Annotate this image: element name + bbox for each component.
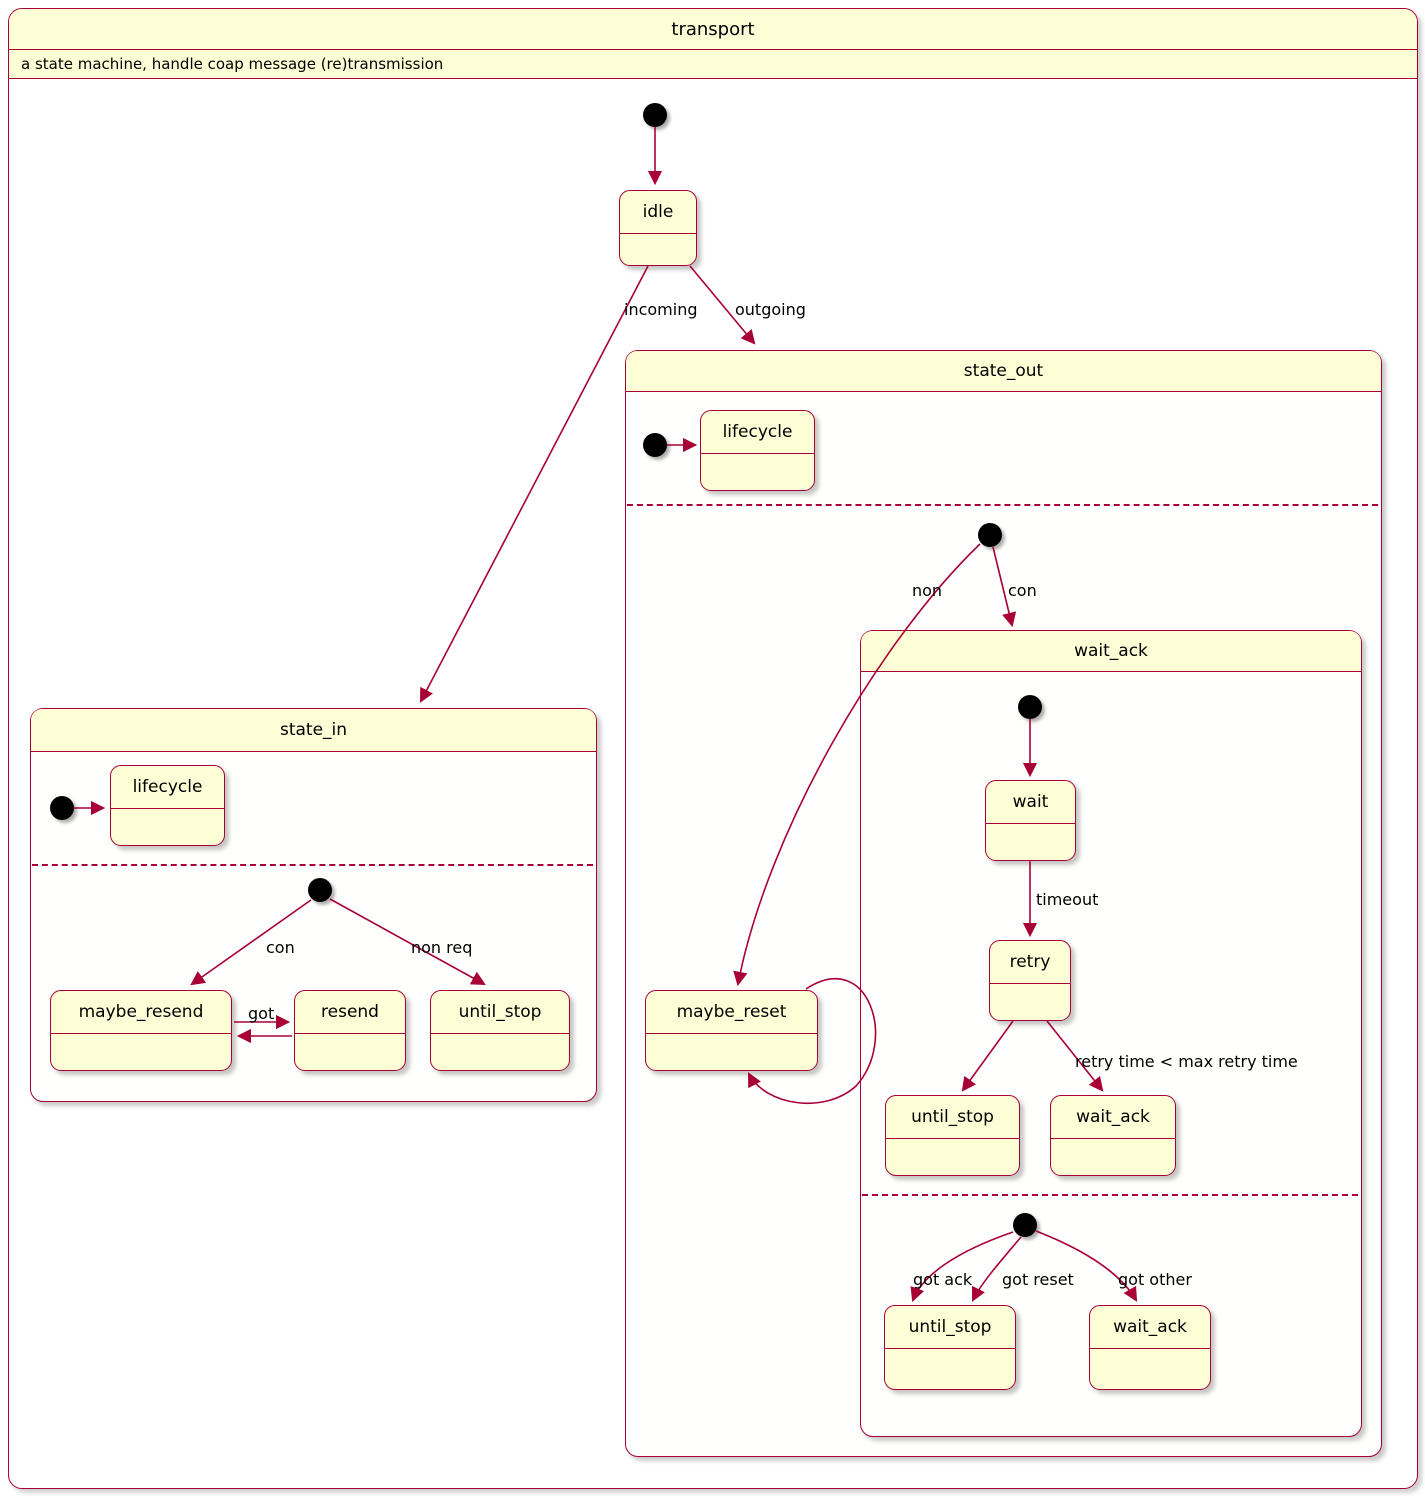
diagram-title: transport bbox=[9, 9, 1417, 50]
state-resend: resend bbox=[294, 990, 406, 1071]
label-retry-condition: retry time < max retry time bbox=[1075, 1052, 1298, 1071]
label-non-req: non req bbox=[411, 938, 473, 957]
state-in-until-stop: until_stop bbox=[430, 990, 570, 1071]
state-retry: retry bbox=[989, 940, 1071, 1021]
label-timeout: timeout bbox=[1036, 890, 1099, 909]
state-final-until-stop: until_stop bbox=[884, 1305, 1016, 1390]
state-retry-until-stop: until_stop bbox=[885, 1095, 1020, 1176]
label-got-other: got other bbox=[1118, 1270, 1192, 1289]
state-out-title: state_out bbox=[626, 351, 1381, 392]
label-con-in: con bbox=[266, 938, 295, 957]
wait-ack-title: wait_ack bbox=[861, 631, 1361, 672]
state-maybe-resend: maybe_resend bbox=[50, 990, 232, 1071]
label-con-out: con bbox=[1008, 581, 1037, 600]
wait-ack-region-separator bbox=[862, 1194, 1358, 1196]
state-in-title: state_in bbox=[31, 709, 596, 752]
label-incoming: incoming bbox=[624, 300, 698, 319]
initial-dot-state-in-region bbox=[308, 878, 332, 902]
state-out-lifecycle: lifecycle bbox=[700, 410, 815, 491]
label-non: non bbox=[912, 581, 943, 600]
state-final-wait-ack: wait_ack bbox=[1089, 1305, 1211, 1390]
diagram-subtitle: a state machine, handle coap message (re… bbox=[9, 50, 1417, 79]
label-outgoing: outgoing bbox=[735, 300, 806, 319]
initial-dot-wait-ack-bottom bbox=[1013, 1213, 1037, 1237]
initial-dot-wait-ack-top bbox=[1018, 695, 1042, 719]
initial-dot-state-out-region bbox=[978, 523, 1002, 547]
label-got-reset: got reset bbox=[1002, 1270, 1074, 1289]
state-in-region-separator bbox=[32, 864, 593, 866]
state-in-lifecycle: lifecycle bbox=[110, 765, 225, 846]
initial-dot-state-out-lifecycle bbox=[643, 433, 667, 457]
state-retry-wait-ack: wait_ack bbox=[1050, 1095, 1176, 1176]
state-maybe-reset: maybe_reset bbox=[645, 990, 818, 1071]
initial-dot-top bbox=[643, 103, 667, 127]
label-got: got bbox=[248, 1004, 275, 1023]
initial-dot-state-in-lifecycle bbox=[50, 796, 74, 820]
label-got-ack: got ack bbox=[913, 1270, 973, 1289]
state-wait: wait bbox=[985, 780, 1076, 861]
state-idle: idle bbox=[619, 190, 697, 266]
state-out-region-separator bbox=[627, 504, 1378, 506]
